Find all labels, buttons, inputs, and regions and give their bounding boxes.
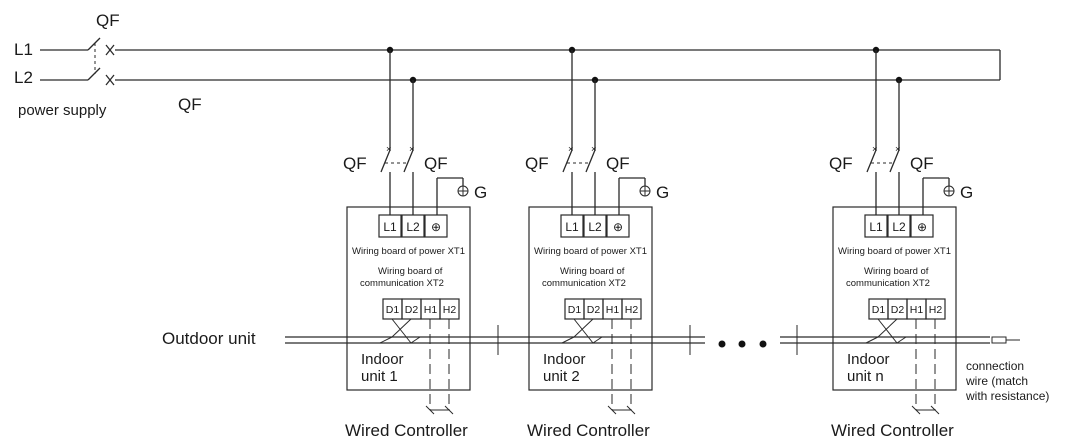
svg-text:×: × [895, 144, 901, 155]
power-terminal: L1 [565, 220, 579, 234]
indoor-unit-name-2: unit n [847, 368, 884, 385]
power-board-label: Wiring board of power XT1 [534, 246, 647, 257]
main-breaker-switch [40, 37, 115, 86]
wired-controller-label: Wired Controller [527, 421, 650, 440]
communication-bus [285, 325, 1020, 355]
qf-label: QF [178, 95, 202, 114]
comm-board-label-1: Wiring board of [378, 266, 443, 277]
ground-label: G [656, 183, 669, 202]
indoor-unit-name-1: Indoor [543, 351, 586, 368]
svg-text:×: × [409, 144, 415, 155]
ground-icon [457, 185, 469, 197]
wired-controller-label: Wired Controller [831, 421, 954, 440]
terminal-resistor [991, 336, 1007, 344]
comm-board-label-2: communication XT2 [542, 278, 626, 289]
power-terminal: ⊕ [613, 220, 623, 234]
unit-qf-right-label: QF [424, 154, 448, 173]
comm-terminal: H1 [424, 304, 438, 316]
line-l1-label: L1 [14, 40, 33, 59]
ground-icon [639, 185, 651, 197]
power-terminal-block: L1 L2 ⊕ [864, 214, 934, 238]
unit-breaker: ×× [380, 144, 415, 215]
unit-qf-left-label: QF [525, 154, 549, 173]
indoor-unit-name-2: unit 2 [543, 368, 580, 385]
comm-terminal: D2 [891, 304, 905, 316]
indoor-unit-box [832, 206, 957, 391]
indoor-unit-name-1: Indoor [847, 351, 890, 368]
comm-terminal-block: D1 D2 H1 H2 [564, 298, 642, 320]
svg-text:×: × [568, 144, 574, 155]
ground-label: G [474, 183, 487, 202]
connection-wire-label: connection wire (match with resistance) [965, 359, 1049, 403]
indoor-unit-name-1: Indoor [361, 351, 404, 368]
comm-board-label-2: communication XT2 [360, 278, 444, 289]
comm-terminal: D1 [568, 304, 582, 316]
comm-terminal: H1 [606, 304, 620, 316]
power-board-label: Wiring board of power XT1 [352, 246, 465, 257]
power-terminal-block: L1 L2 ⊕ [560, 214, 630, 238]
indoor-unit-box [528, 206, 653, 391]
svg-text:connection: connection [966, 359, 1024, 373]
wired-controller-label: Wired Controller [345, 421, 468, 440]
power-board-label: Wiring board of power XT1 [838, 246, 951, 257]
outdoor-unit-label: Outdoor unit [162, 329, 256, 348]
main-breaker-label: QF [96, 11, 120, 30]
comm-board-label-1: Wiring board of [864, 266, 929, 277]
unit-breaker: ×× [866, 144, 901, 215]
unit-qf-left-label: QF [343, 154, 367, 173]
svg-text:×: × [591, 144, 597, 155]
comm-terminal: H2 [625, 304, 639, 316]
power-terminal: ⊕ [917, 220, 927, 234]
power-terminal-block: L1 L2 ⊕ [378, 214, 448, 238]
comm-board-label-1: Wiring board of [560, 266, 625, 277]
comm-terminal: D2 [405, 304, 419, 316]
unit-qf-right-label: QF [910, 154, 934, 173]
comm-terminal: D1 [872, 304, 886, 316]
line-l2-label: L2 [14, 68, 33, 87]
indoor-unit-box [346, 206, 471, 391]
ellipsis-dots [718, 340, 767, 348]
svg-text:×: × [386, 144, 392, 155]
comm-terminal: H2 [929, 304, 943, 316]
comm-terminal-block: D1 D2 H1 H2 [382, 298, 460, 320]
power-terminal: L2 [892, 220, 906, 234]
power-terminal: L1 [869, 220, 883, 234]
unit-qf-left-label: QF [829, 154, 853, 173]
comm-terminal: H2 [443, 304, 457, 316]
unit-breaker: ×× [562, 144, 597, 215]
ground-icon [943, 185, 955, 197]
comm-terminal-block: D1 D2 H1 H2 [868, 298, 946, 320]
comm-terminal: D1 [386, 304, 400, 316]
power-terminal: L2 [406, 220, 420, 234]
indoor-unit-name-2: unit 1 [361, 368, 398, 385]
power-terminal: L2 [588, 220, 602, 234]
svg-text:×: × [872, 144, 878, 155]
power-supply-label: power supply [18, 102, 107, 119]
svg-text:with resistance): with resistance) [965, 389, 1049, 403]
comm-terminal: D2 [587, 304, 601, 316]
power-terminal: L1 [383, 220, 397, 234]
svg-text:wire (match: wire (match [965, 374, 1028, 388]
comm-terminal: H1 [910, 304, 924, 316]
unit-qf-right-label: QF [606, 154, 630, 173]
comm-board-label-2: communication XT2 [846, 278, 930, 289]
ground-label: G [960, 183, 973, 202]
power-terminal: ⊕ [431, 220, 441, 234]
